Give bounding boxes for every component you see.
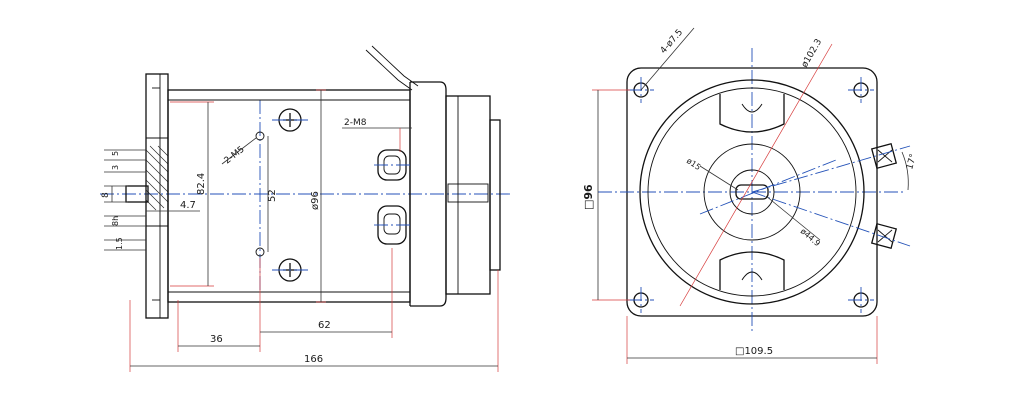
label-terminals: 2-M8 [344,118,367,128]
dim-3: 3 [111,165,120,170]
side-view-dimensions [104,89,499,372]
dim-square-width: □109.5 [735,346,773,357]
dim-stud-to-terminal: 62 [318,320,331,331]
end-cap [445,95,491,295]
terminal-lower [374,205,410,245]
shaft-key-slot [735,184,769,200]
mounting-stud-lower [272,258,308,282]
dim-bore: ø15 [685,156,703,172]
dim-bolt-circle: ø102.3 [800,37,824,69]
top-boss [719,94,785,133]
mount-hole-lower [255,247,265,257]
dim-square-height: □96 [582,184,595,210]
side-view: 166 36 62 82.4 52 ø96 4.7 2-M5 2-M8 5 3 … [100,45,512,372]
dim-shaft-offset: 4.7 [180,200,196,211]
bolt-circle-dim-line [679,43,833,307]
dim-pilot-dia: 82.4 [196,173,207,195]
dim-body-dia: ø96 [310,191,321,210]
dim-8: 8 [101,192,111,198]
dim-1-5: 1.5 [115,237,124,250]
dim-holes: 4-ø7.5 [659,28,685,56]
lead-wires [365,49,413,91]
mount-hole-upper [255,131,265,141]
end-view-dimensions [592,27,909,364]
dim-flange-to-stud: 36 [210,334,223,345]
mounting-stud-upper [272,108,308,132]
dim-mount-spacing: 52 [267,189,278,202]
bottom-boss [719,251,785,290]
hub-circle [703,143,801,241]
mounting-flange [145,73,169,319]
end-view: □96 □109.5 ø102.3 4-ø7.5 ø15 ø44.9 17° [582,28,919,364]
terminal-upper [374,149,410,181]
motor-shaft [125,185,149,203]
dim-5: 5 [111,151,120,156]
terminal-stud-lower [870,222,898,250]
dim-hub: ø44.9 [799,227,822,248]
dim-angle: 17° [905,153,919,171]
dim-8-tol: 8h [111,216,120,226]
dim-overall-length: 166 [304,354,323,365]
body-outer-circle [639,79,865,305]
shaft-section-hatch [145,137,169,227]
